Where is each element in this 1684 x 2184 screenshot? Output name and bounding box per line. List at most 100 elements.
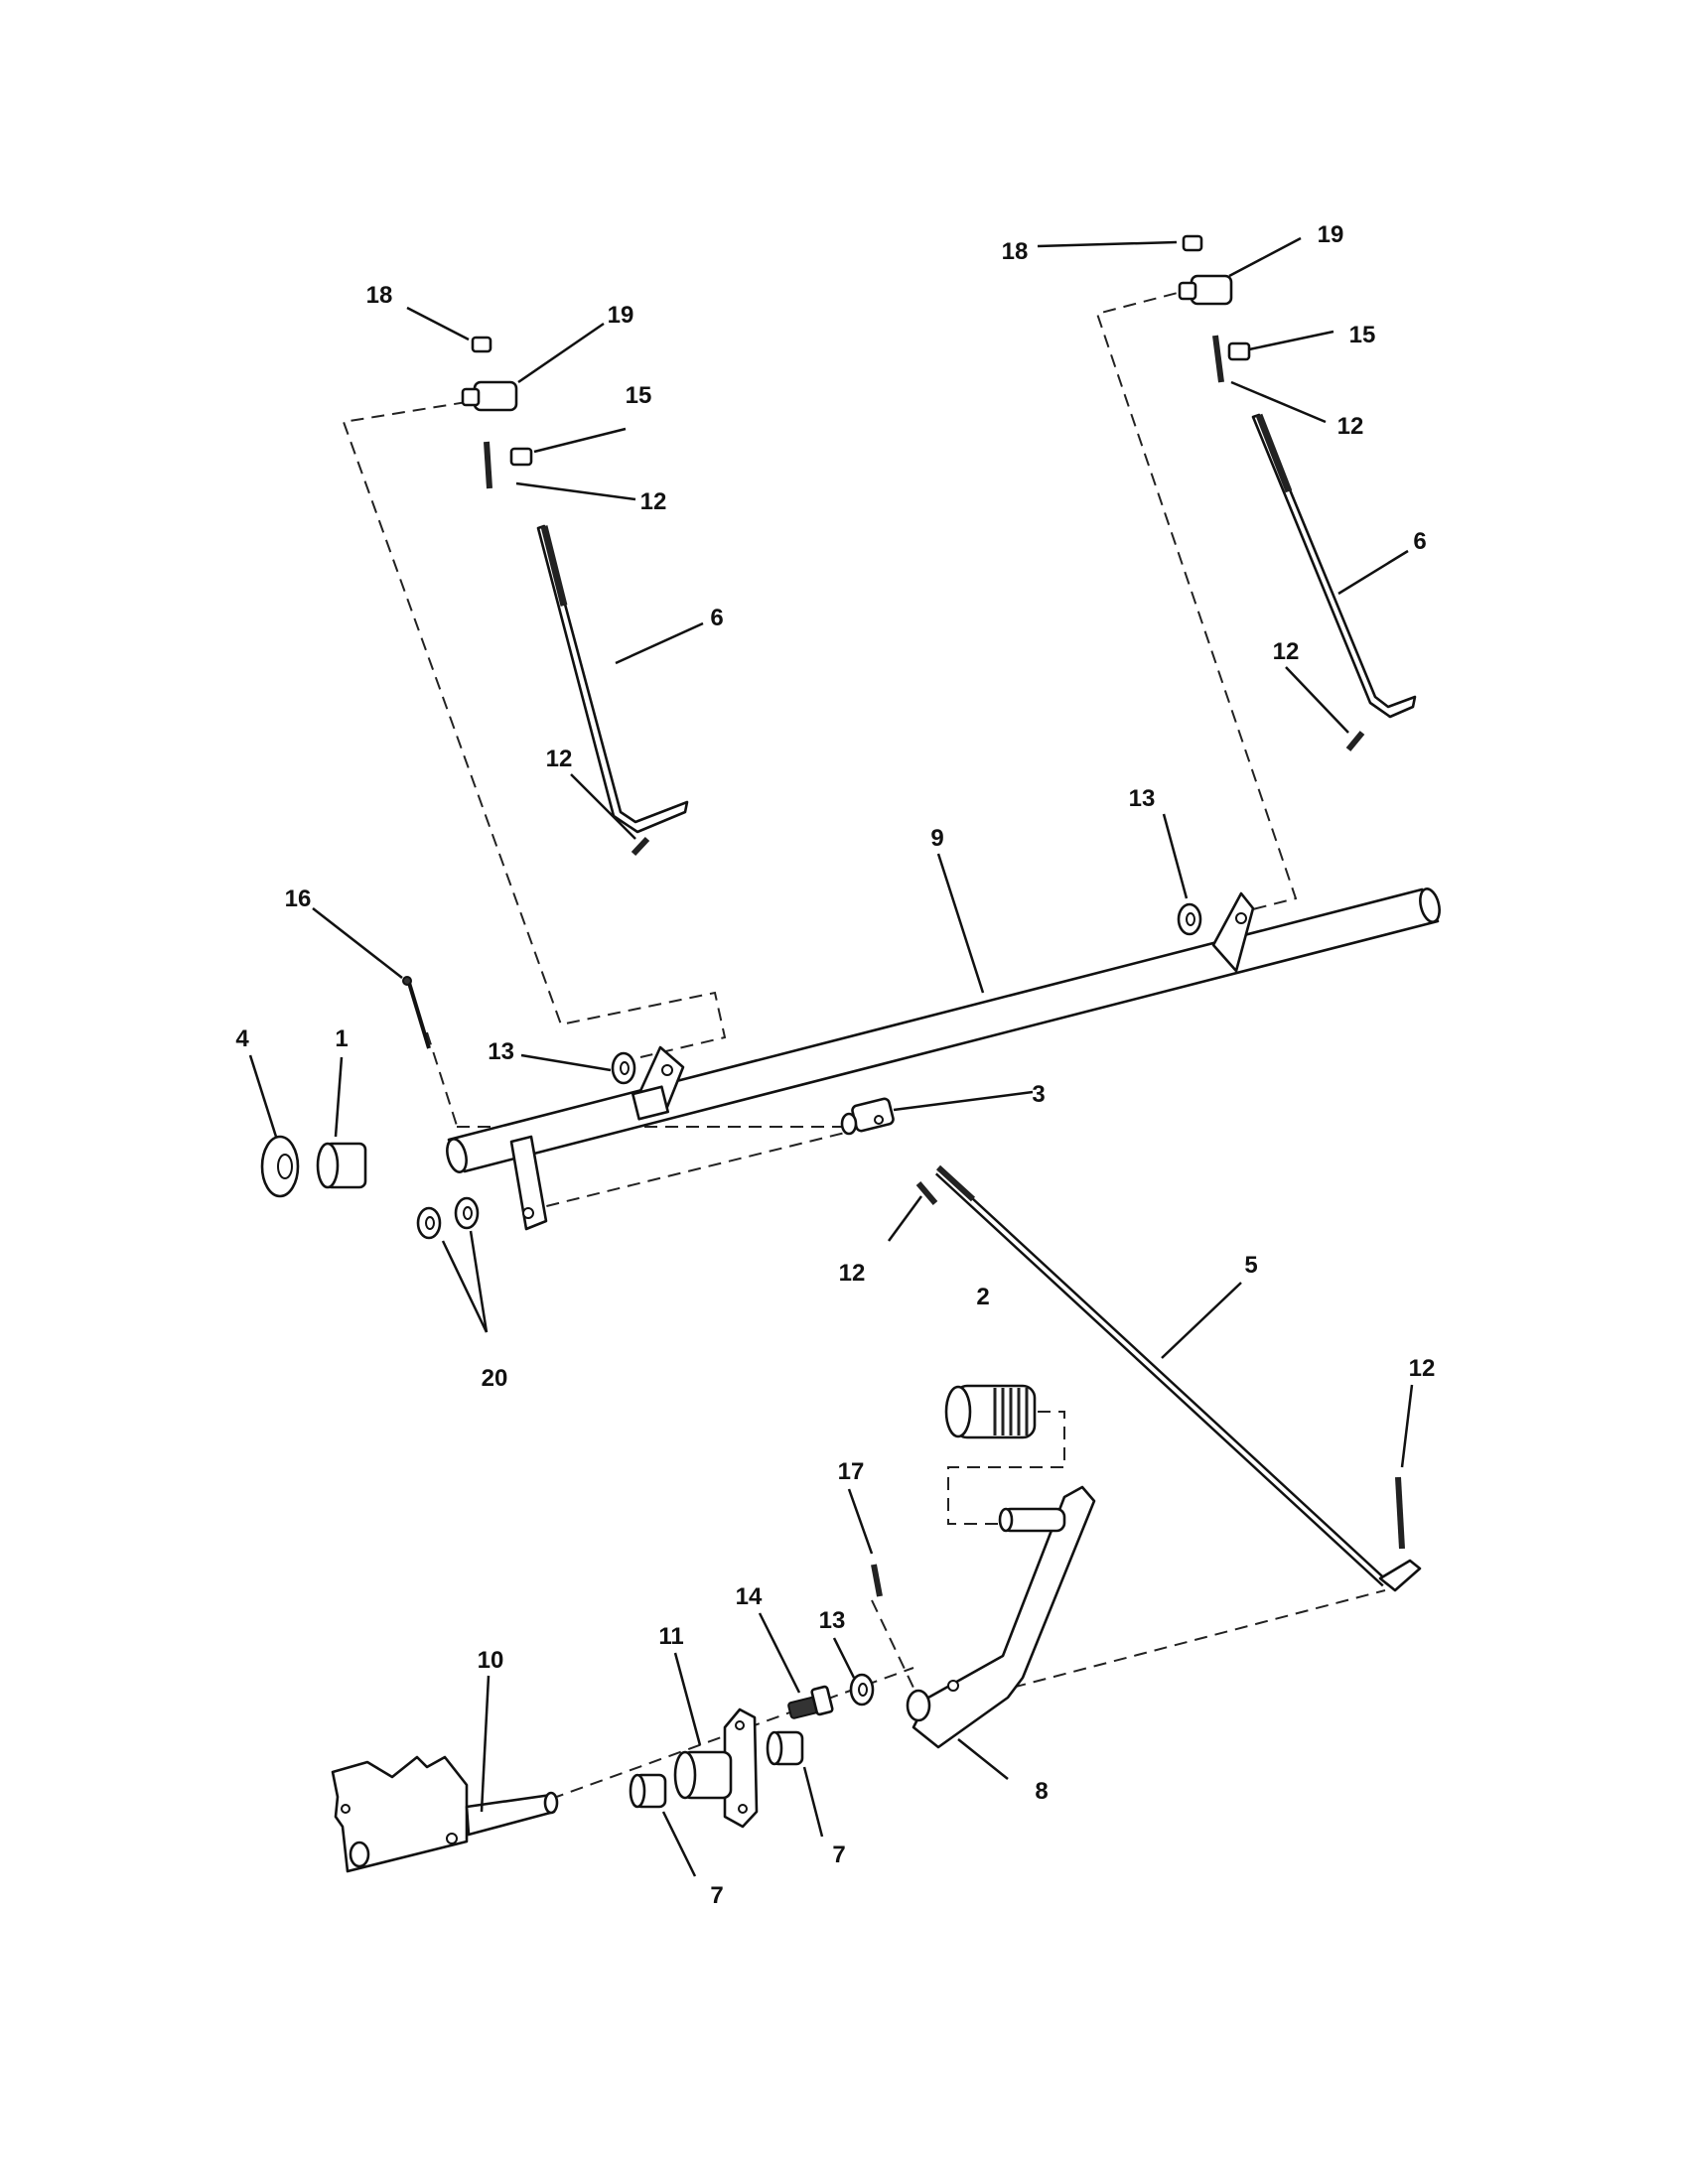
swivel-3 bbox=[840, 1097, 895, 1136]
cross-shaft-right-end bbox=[1419, 887, 1441, 923]
nut-18-left bbox=[471, 336, 492, 353]
washer-20-b-hole bbox=[463, 1206, 473, 1220]
callout-6-right: 6 bbox=[1413, 528, 1426, 555]
callout-12-right-top: 12 bbox=[1337, 413, 1364, 440]
cross-shaft bbox=[446, 887, 1441, 1173]
cross-shaft-body bbox=[447, 887, 1440, 1173]
rod-6-left bbox=[536, 524, 689, 834]
callout-9: 9 bbox=[930, 825, 943, 852]
callout-12-rod5-upper: 12 bbox=[839, 1260, 866, 1287]
washer-4-hole bbox=[277, 1154, 293, 1179]
washer-20-a-hole bbox=[425, 1216, 435, 1230]
bearing-11-hole-bottom bbox=[738, 1804, 748, 1814]
washer-13-right bbox=[1177, 902, 1202, 936]
bushing-7-right bbox=[766, 1730, 804, 1766]
washers-20 bbox=[416, 1196, 480, 1240]
pedal-pad-2-face bbox=[944, 1385, 972, 1438]
washer-13-right-hole bbox=[1186, 912, 1195, 926]
pin-16 bbox=[402, 976, 431, 1049]
bracket-10-hole bbox=[446, 1833, 458, 1844]
callout-13-left: 13 bbox=[488, 1038, 514, 1065]
pin-12-rod5-upper bbox=[915, 1181, 938, 1205]
bracket-shaft-10 bbox=[331, 1755, 559, 1873]
rod-5-thread bbox=[935, 1164, 976, 1202]
callout-16: 16 bbox=[285, 886, 312, 912]
nut-18-right bbox=[1182, 234, 1203, 252]
swivel-19-left-body bbox=[473, 380, 518, 412]
shaft-lower-arm bbox=[509, 1135, 548, 1231]
left-bracket-collar bbox=[632, 1085, 669, 1121]
callout-18-left: 18 bbox=[366, 282, 393, 309]
bushing-1 bbox=[316, 1142, 367, 1189]
callout-1: 1 bbox=[335, 1025, 348, 1052]
rod-6-left-thread bbox=[540, 525, 568, 607]
rod-6-right-thread bbox=[1255, 413, 1293, 493]
rod-6-left-body bbox=[536, 524, 689, 834]
dashed-line-pedal-pad bbox=[947, 1411, 1065, 1525]
pin-16-body bbox=[407, 982, 431, 1049]
cross-shaft-left-end bbox=[446, 1138, 468, 1173]
nut-15-left bbox=[509, 447, 533, 467]
shaft-left-bracket bbox=[632, 1045, 685, 1121]
washer-13-lower bbox=[849, 1673, 875, 1706]
callout-14: 14 bbox=[736, 1583, 763, 1610]
shaft-10-end bbox=[543, 1791, 559, 1815]
washer-13-left bbox=[611, 1051, 636, 1085]
swivel-19-right-stem bbox=[1178, 281, 1197, 301]
pedal-arm-8-stub-end bbox=[998, 1507, 1014, 1533]
bushing-7-left-end bbox=[629, 1773, 646, 1809]
pedal-arm-8-hole bbox=[947, 1680, 959, 1692]
pin-12-right-bottom bbox=[1345, 731, 1365, 751]
bearing-11-hole-top bbox=[735, 1720, 745, 1730]
shaft-10-rod bbox=[465, 1793, 556, 1837]
dashed-line-arm-3 bbox=[525, 1131, 850, 1212]
pin-17 bbox=[871, 1564, 883, 1597]
swivel-19-right-body bbox=[1190, 274, 1233, 306]
pin-17-body bbox=[871, 1564, 883, 1597]
pedal-arm-8-hub bbox=[906, 1689, 931, 1722]
callout-20: 20 bbox=[482, 1365, 508, 1392]
dashed-line-17 bbox=[871, 1599, 914, 1689]
right-bracket-hole bbox=[1235, 912, 1247, 924]
callout-13-lower: 13 bbox=[819, 1607, 846, 1634]
callout-17: 17 bbox=[838, 1458, 865, 1485]
rod-6-right bbox=[1251, 413, 1417, 719]
callout-12-left-bottom: 12 bbox=[546, 746, 573, 772]
bracket-10-hub bbox=[349, 1841, 370, 1868]
callout-15-right: 15 bbox=[1349, 322, 1376, 348]
callout-7-left: 7 bbox=[710, 1882, 723, 1909]
pin-12-left-bottom bbox=[631, 836, 650, 857]
rod-5 bbox=[934, 1164, 1422, 1592]
shaft-right-bracket bbox=[1211, 891, 1255, 973]
bearing-11-end bbox=[673, 1750, 697, 1800]
bolt-14-head bbox=[810, 1685, 834, 1716]
callout-3: 3 bbox=[1032, 1081, 1045, 1108]
callout-4: 4 bbox=[235, 1025, 249, 1052]
callout-12-right-bottom: 12 bbox=[1273, 638, 1300, 665]
left-top-hardware bbox=[461, 336, 533, 467]
callout-7-right: 7 bbox=[832, 1842, 845, 1868]
callout-12-left-top: 12 bbox=[640, 488, 667, 515]
dashed-line-left-rod bbox=[342, 401, 727, 1058]
lower-arm-plate bbox=[509, 1135, 548, 1231]
left-bracket-hole bbox=[661, 1064, 673, 1076]
dashed-line-16 bbox=[426, 1031, 460, 1133]
rod-5-bend bbox=[1378, 1559, 1422, 1592]
callout-5: 5 bbox=[1244, 1252, 1257, 1279]
bearing-11 bbox=[673, 1707, 759, 1829]
bracket-10-notch bbox=[341, 1804, 351, 1814]
bushing-7-left bbox=[629, 1773, 667, 1809]
callout-8: 8 bbox=[1035, 1778, 1048, 1805]
swivel-3-end bbox=[840, 1112, 858, 1136]
dashed-line-5-8 bbox=[992, 1589, 1386, 1694]
swivel-3-hole bbox=[874, 1115, 884, 1125]
callout-labels: 1 2 3 4 5 6 6 7 7 8 9 10 11 12 12 12 12 … bbox=[235, 221, 1435, 1909]
callout-11: 11 bbox=[658, 1623, 683, 1650]
callout-6-left: 6 bbox=[710, 605, 723, 631]
washer-13-left-hole bbox=[620, 1061, 630, 1075]
pin-12-rod5-lower bbox=[1395, 1476, 1405, 1550]
callout-10: 10 bbox=[478, 1647, 504, 1674]
pin-12-group bbox=[484, 335, 1405, 1550]
